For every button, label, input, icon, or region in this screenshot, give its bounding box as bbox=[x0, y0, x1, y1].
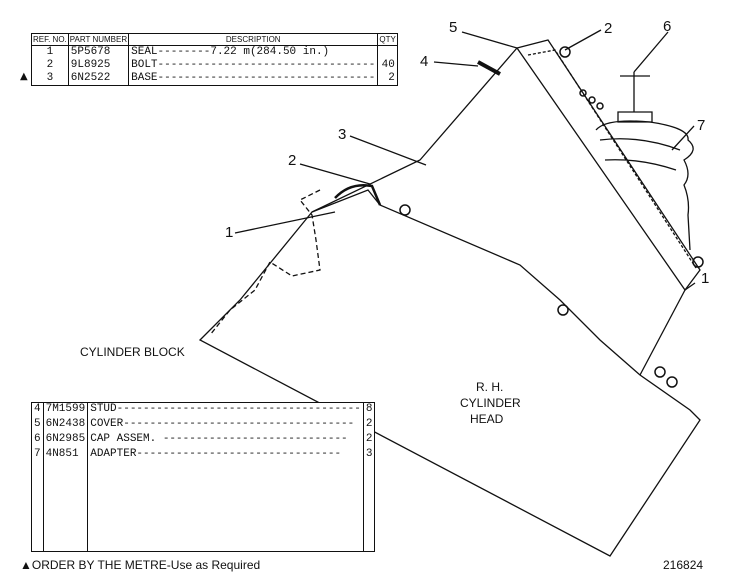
parts-table-bottom: 4 7M1599 STUD---------------------------… bbox=[31, 402, 376, 552]
cell-ref: 2 bbox=[31, 59, 69, 72]
cell-desc: BOLT--------------------------------- bbox=[128, 59, 379, 72]
cell-desc: COVER----------------------------------- bbox=[87, 418, 364, 434]
header-description: DESCRIPTION bbox=[128, 33, 379, 46]
cell-ref: 1 bbox=[31, 45, 69, 59]
cap-assembly bbox=[617, 111, 653, 123]
table-row: 5 6N2438 COVER--------------------------… bbox=[31, 418, 376, 434]
cylinder-head-label-line1: R. H. bbox=[476, 380, 504, 394]
table-row: 3 6N2522 BASE---------------------------… bbox=[31, 72, 398, 86]
cylinder-block-label: CYLINDER BLOCK bbox=[80, 345, 185, 359]
metre-marker-icon: ▲ bbox=[20, 71, 28, 82]
cell-qty: 2 bbox=[362, 433, 376, 448]
cell-part: 6N2522 bbox=[67, 72, 130, 86]
table-row: 6 6N2985 CAP ASSEM. --------------------… bbox=[31, 433, 376, 448]
figure-number: 216824 bbox=[663, 558, 704, 572]
table-row: 1 5P5678 SEAL--------7.22 m(284.50 in.) bbox=[31, 45, 398, 59]
cell-qty bbox=[377, 45, 398, 59]
callout-2-left: 2 bbox=[288, 152, 297, 169]
table-row: 4 7M1599 STUD---------------------------… bbox=[31, 402, 376, 419]
cell-desc: SEAL--------7.22 m(284.50 in.) bbox=[128, 45, 379, 59]
cell-qty: 8 bbox=[362, 402, 376, 419]
cell-part: 4N851 bbox=[42, 447, 89, 463]
cell-ref: 5 bbox=[31, 418, 44, 434]
cell-part: 6N2985 bbox=[42, 433, 89, 448]
cell-ref: 6 bbox=[31, 433, 44, 448]
cell-qty: 3 bbox=[362, 447, 376, 463]
callout-6: 6 bbox=[663, 18, 672, 35]
valve-cover-outline bbox=[515, 39, 701, 292]
table-row: 7 4N851 ADAPTER-------------------------… bbox=[31, 447, 376, 463]
callout-3: 3 bbox=[338, 126, 347, 143]
callout-1-right: 1 bbox=[701, 270, 710, 287]
cell-part: 9L8925 bbox=[67, 59, 130, 72]
table-empty-space bbox=[31, 463, 376, 552]
cell-qty: 40 bbox=[377, 59, 398, 72]
parts-table-top: REF. NO. PART NUMBER DESCRIPTION QTY 1 5… bbox=[31, 33, 398, 86]
table-row: 2 9L8925 BOLT---------------------------… bbox=[31, 59, 398, 72]
table-header-row: REF. NO. PART NUMBER DESCRIPTION QTY bbox=[31, 33, 398, 46]
cell-desc: BASE--------------------------------- bbox=[128, 72, 379, 86]
header-qty: QTY bbox=[377, 33, 398, 46]
callout-7: 7 bbox=[697, 117, 706, 134]
header-part-number: PART NUMBER bbox=[67, 33, 130, 46]
cell-ref: 3 bbox=[31, 72, 69, 86]
stud bbox=[477, 60, 501, 76]
cell-ref: 7 bbox=[31, 447, 44, 463]
cell-qty: 2 bbox=[362, 418, 376, 434]
callout-1-left: 1 bbox=[225, 224, 234, 241]
cell-part: 7M1599 bbox=[42, 402, 89, 419]
bolt-heads bbox=[399, 46, 704, 388]
cell-desc: ADAPTER------------------------------- bbox=[87, 447, 364, 463]
cell-desc: STUD------------------------------------… bbox=[87, 402, 364, 419]
cell-ref: 4 bbox=[31, 402, 44, 419]
cell-part: 5P5678 bbox=[67, 45, 130, 59]
header-ref-no: REF. NO. bbox=[31, 33, 69, 46]
cell-desc: CAP ASSEM. ---------------------------- bbox=[87, 433, 364, 448]
seal-strip bbox=[334, 184, 382, 206]
callout-5: 5 bbox=[449, 19, 458, 36]
callout-4: 4 bbox=[420, 53, 429, 70]
cell-qty: 2 bbox=[377, 72, 398, 86]
callout-2-top: 2 bbox=[604, 20, 613, 37]
cylinder-head-label-line2: CYLINDER bbox=[460, 396, 521, 410]
cylinder-head-label-line3: HEAD bbox=[470, 412, 504, 426]
footnote: ▲ORDER BY THE METRE-Use as Required bbox=[20, 558, 261, 572]
cell-part: 6N2438 bbox=[42, 418, 89, 434]
